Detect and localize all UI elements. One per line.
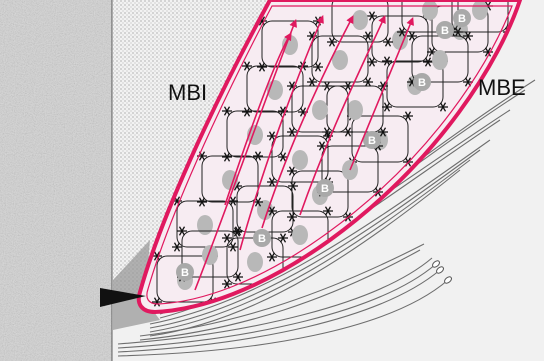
cell-nucleus [292,225,308,245]
cell-label: B [258,233,266,245]
label-mbe: MBE [478,75,526,100]
cell-nucleus [292,150,308,170]
cell-label: B [321,183,329,195]
cell-nucleus [422,0,438,20]
cell-nucleus [202,245,218,265]
cell-label: B [368,135,376,147]
left-tissue-region [0,0,112,361]
cell-label: B [441,25,449,37]
cell-nucleus [432,50,448,70]
label-mbi: MBI [168,80,207,105]
cell-nucleus [347,100,363,120]
cell-nucleus [472,0,488,20]
cell-label: B [181,267,189,279]
cell-nucleus [312,100,328,120]
cell-nucleus [197,215,213,235]
cell-nucleus [247,252,263,272]
cell-nucleus [352,10,368,30]
cell-label: B [418,77,426,89]
cell-label: B [458,13,466,25]
